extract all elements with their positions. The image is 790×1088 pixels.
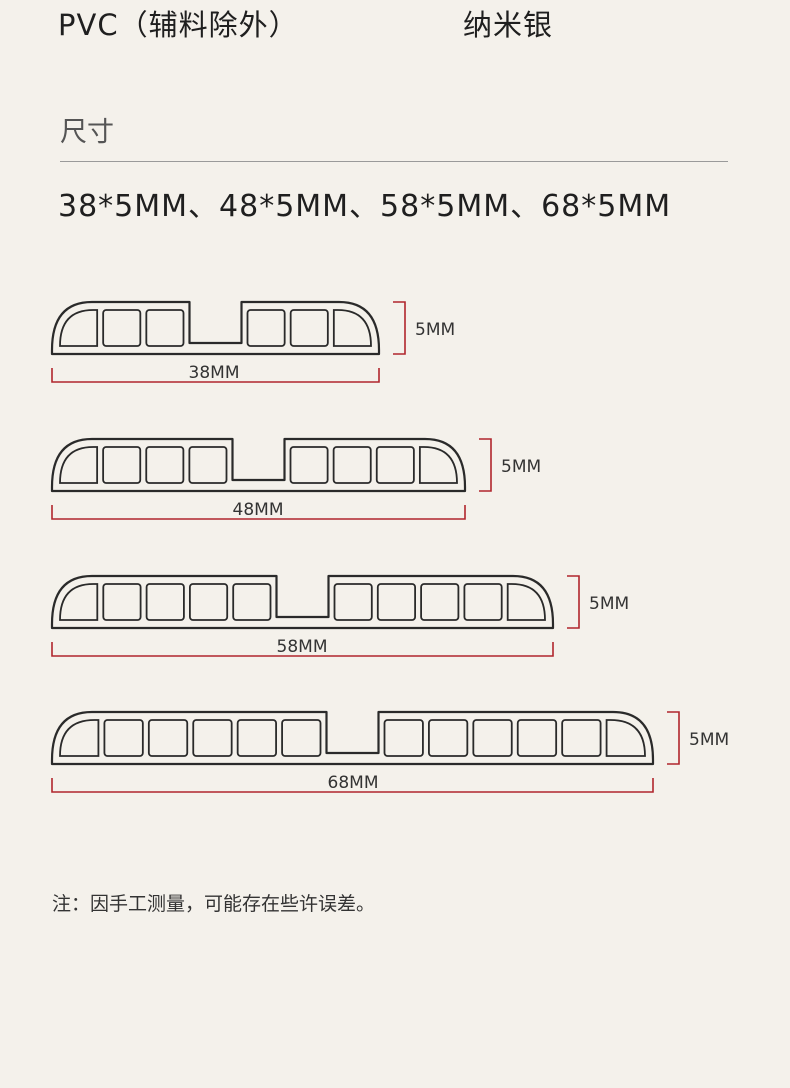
profile-cell [192,719,233,757]
width-dimension-line [51,778,654,793]
profile-outline [50,574,555,630]
profile-outline [50,300,381,356]
width-dimension-line [51,505,466,520]
profile-cell [246,309,286,347]
profile-cell [147,719,189,757]
thickness-dimension-line [567,575,580,629]
thickness-dimension-label: 5MM [589,594,629,614]
material-label: PVC（辅料除外） [58,8,299,42]
thickness-dimension-label: 5MM [689,730,729,750]
thickness-dimension-line [479,438,492,492]
profile-cell [102,309,142,347]
profile-outline [50,710,655,766]
profile-cell [188,583,229,621]
profile-cell [103,719,144,757]
profile-cell-end [332,309,372,347]
profile-cell [102,583,142,621]
profile-outline [50,437,467,493]
profile-cell [463,583,503,621]
width-dimension-label: 68MM [328,773,379,793]
width-dimension-line [51,642,554,657]
profile-cell [232,583,272,621]
finish-label: 纳米银 [463,8,554,42]
profile-cell-end [605,719,646,757]
profile-cell [428,719,469,757]
profile-cell [375,446,415,484]
profile-cell [145,309,185,347]
profile-cell-end [59,719,100,757]
profile-cell [561,719,602,757]
profile-cell [332,446,372,484]
profile-cell-end [418,446,458,484]
profile-cell-end [59,583,99,621]
profile-cell [383,719,424,757]
profile-cell-end [59,309,99,347]
profile-cell-end [59,446,99,484]
size-list: 38*5MM、48*5MM、58*5MM、68*5MM [58,189,672,224]
size-section-title: 尺寸 [60,117,114,148]
width-dimension-label: 58MM [277,637,328,657]
thickness-dimension-label: 5MM [415,320,455,340]
profile-cell [376,583,416,621]
profile-cell [516,719,558,757]
profile-cell [145,583,185,621]
profile-cell [289,309,329,347]
profile-cell [102,446,142,484]
thickness-dimension-line [393,301,406,355]
measurement-note: 注：因手工测量，可能存在些许误差。 [52,893,376,915]
thickness-dimension-line [667,711,680,765]
width-dimension-label: 48MM [233,500,284,520]
width-dimension-line [51,368,380,383]
width-dimension-label: 38MM [189,363,240,383]
profile-cell [420,583,460,621]
profile-cell [145,446,185,484]
profile-cell [472,719,513,757]
profile-cell [236,719,277,757]
profile-cell [289,446,329,484]
profile-cell [281,719,322,757]
profile-cell [188,446,228,484]
section-divider [60,161,728,162]
profile-cell-end [506,583,546,621]
profile-cell [333,583,373,621]
thickness-dimension-label: 5MM [501,457,541,477]
